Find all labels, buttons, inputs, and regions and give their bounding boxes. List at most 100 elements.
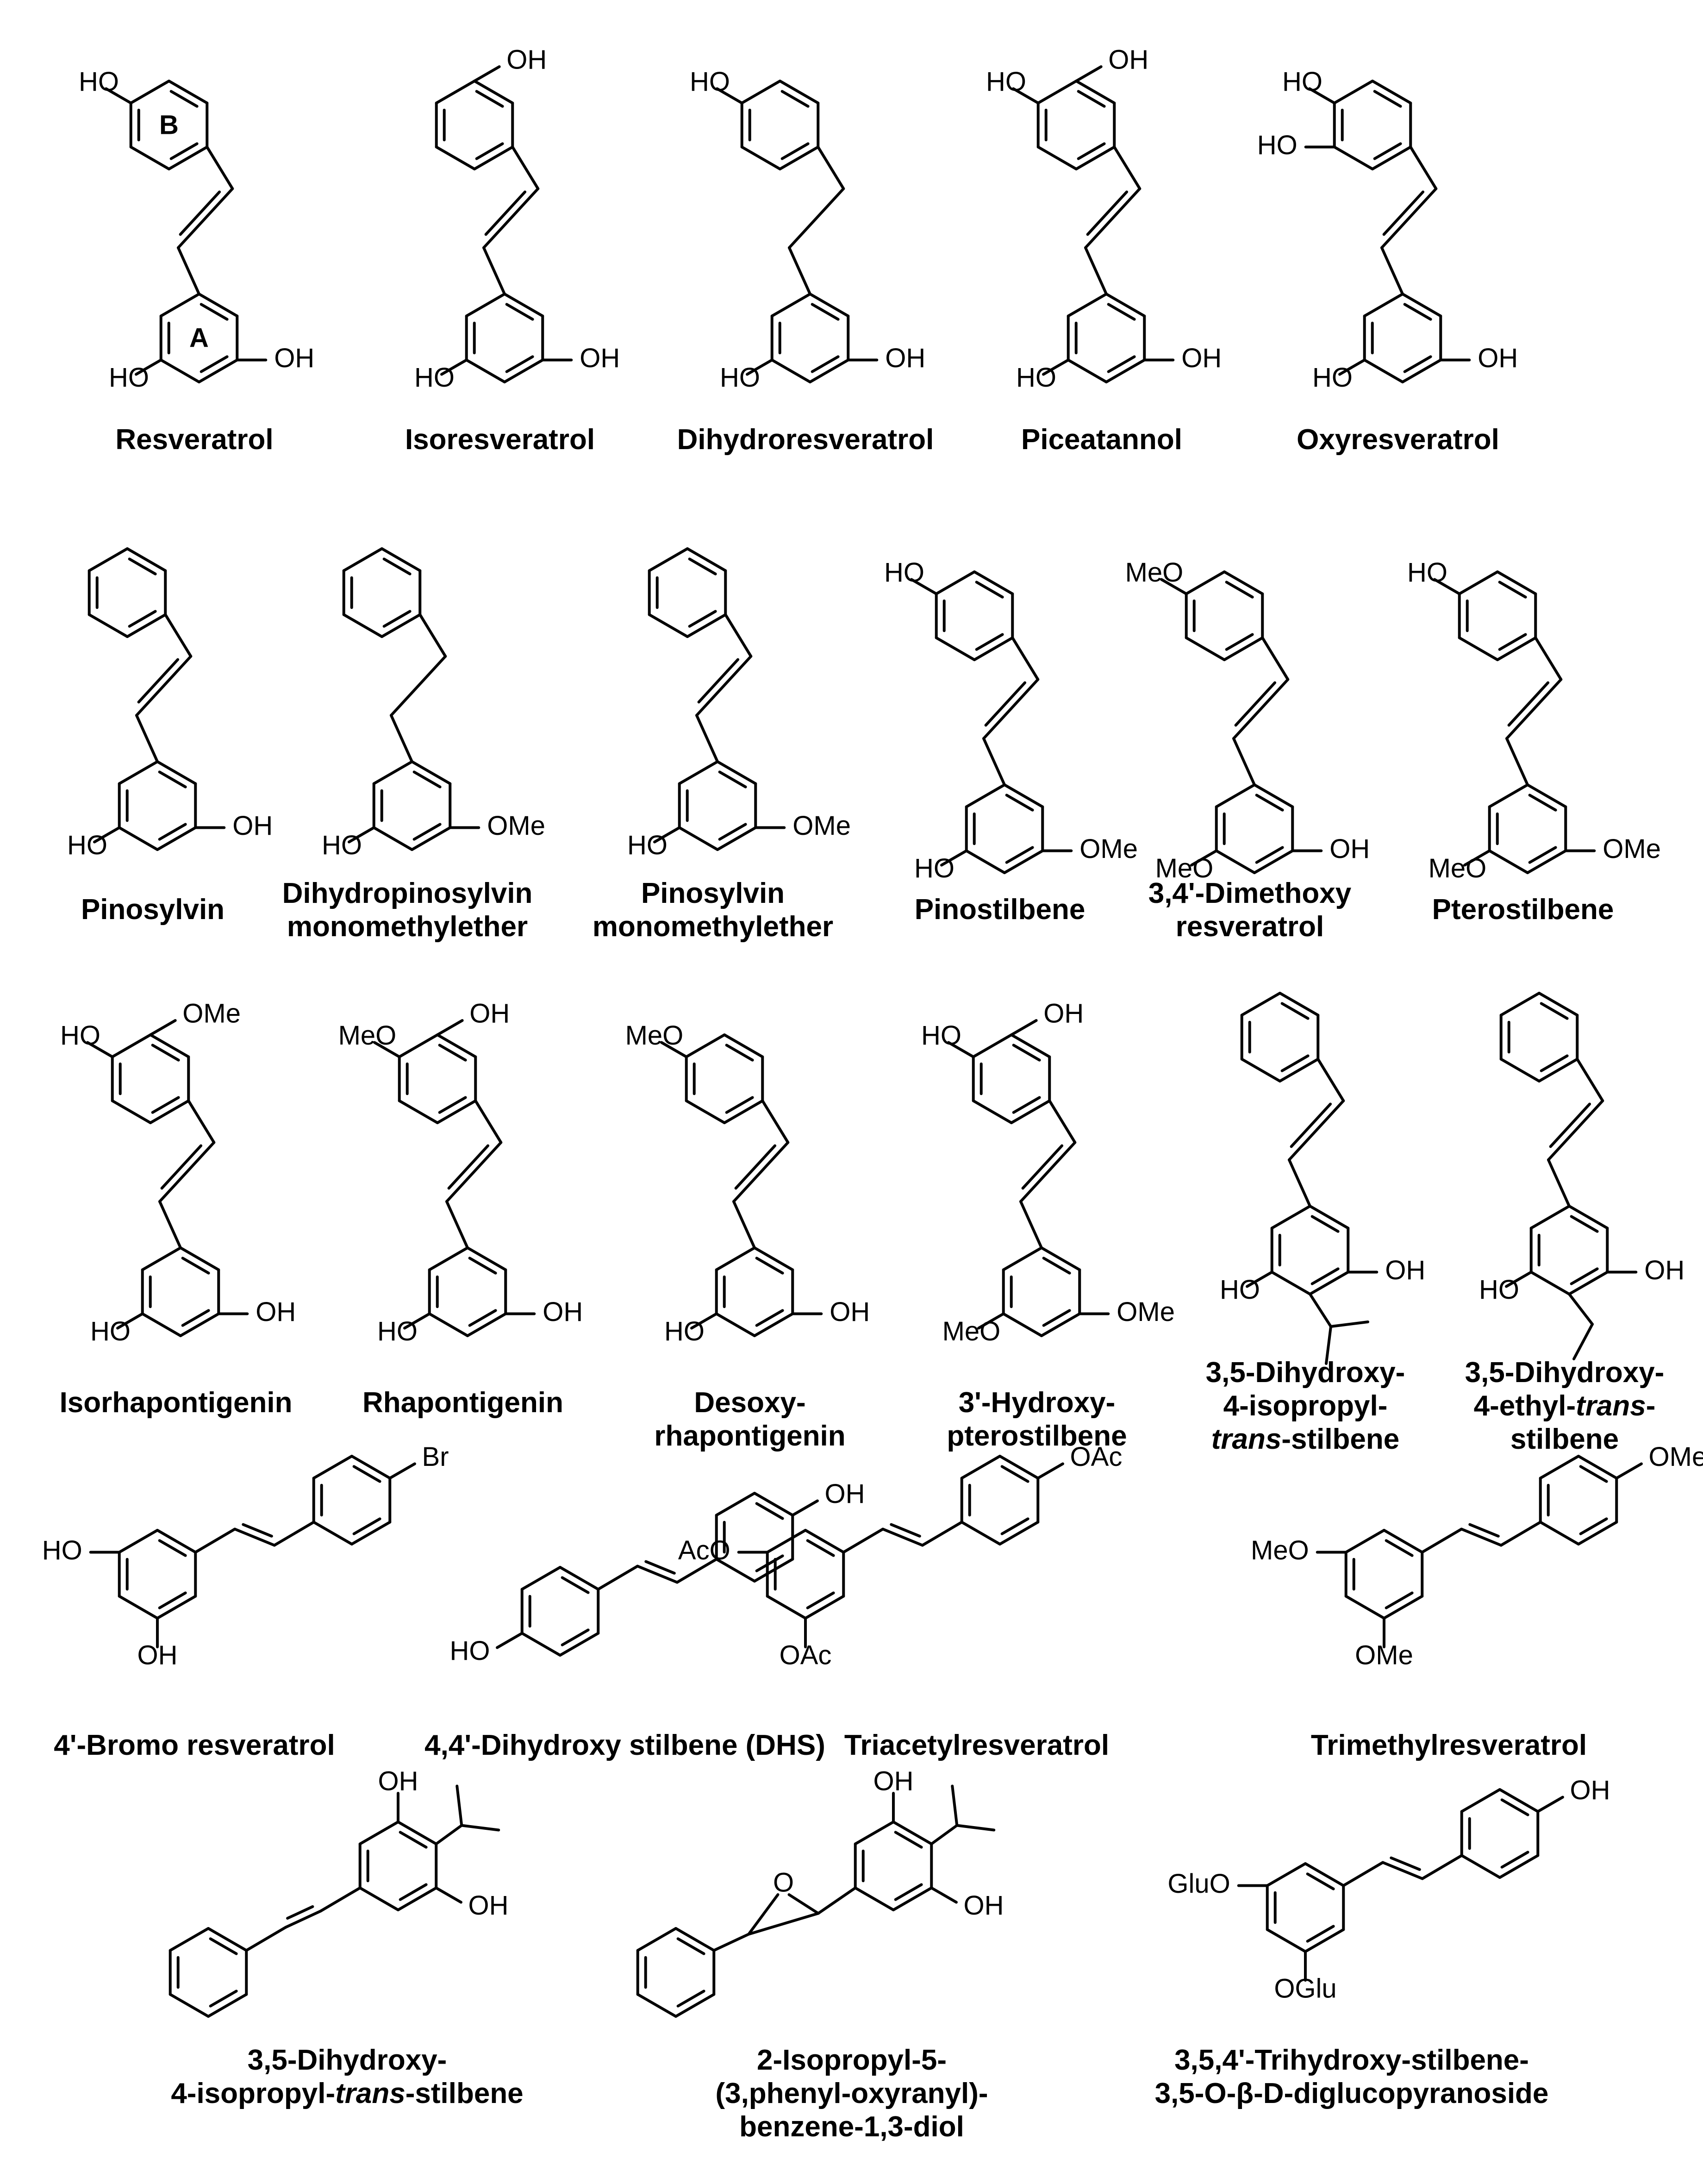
hydroxyl-substituent: OH — [1570, 1775, 1610, 1805]
bond-line — [390, 714, 413, 763]
meta-substituent: OH — [1644, 1255, 1684, 1285]
ring-bond — [753, 1246, 794, 1271]
top-para-substituent: HO — [884, 557, 924, 588]
meta-substituent: HO — [1479, 1275, 1519, 1305]
meta-substituent: HO — [627, 830, 667, 860]
ring-bond-inner — [1528, 846, 1557, 864]
ring-bond — [770, 293, 811, 318]
bond-line — [1084, 187, 1142, 249]
ring-bond — [1363, 358, 1404, 383]
ring-bond — [1240, 992, 1281, 1017]
substituent-bond — [1190, 849, 1218, 867]
bond-line — [1048, 1099, 1077, 1144]
glucoside-substituent: GluO — [1167, 1869, 1230, 1899]
ring-bond-inner — [725, 1096, 754, 1114]
ring-bond — [141, 1246, 182, 1271]
para-substituent: OAc — [1070, 1442, 1123, 1472]
ring-bond-inner — [158, 823, 187, 841]
ring-bond — [809, 293, 850, 318]
meta-substituent: OH — [137, 1640, 178, 1670]
bond-line — [1019, 1141, 1077, 1203]
ring-bond — [1270, 1270, 1311, 1295]
ring-bond-inner — [1107, 303, 1136, 321]
ring-bond-inner — [894, 1831, 923, 1849]
ring-bond — [1002, 1312, 1043, 1337]
substituent-bond — [435, 1886, 462, 1904]
substituent-bond — [716, 87, 743, 105]
ring-bond-inner — [1500, 1851, 1529, 1869]
meta-substituent: OH — [543, 1297, 583, 1327]
meta-substituent: OAc — [780, 1640, 832, 1670]
meta-substituent: HO — [1016, 363, 1056, 393]
meta-substituent: OH — [580, 343, 620, 373]
ring-bond-inner — [158, 770, 187, 788]
compound-name: Isorhapontigenin — [60, 1387, 293, 1419]
ring-bond — [1279, 1058, 1320, 1083]
ring-bond — [753, 1492, 794, 1517]
substituent-bond — [1036, 1462, 1064, 1480]
ring-bond — [159, 293, 200, 318]
ring-bond — [466, 1312, 507, 1337]
bond-line — [390, 655, 447, 717]
bond-line — [1329, 1320, 1369, 1328]
substituent-bond — [1160, 578, 1188, 595]
substituent-bond — [660, 1041, 688, 1058]
ring-bond — [965, 849, 1006, 874]
meta-substituent: HO — [377, 1316, 418, 1346]
ring-bond-inner — [181, 1257, 210, 1275]
compound-name: Dihydroresveratrol — [677, 424, 934, 456]
substituent-bond — [746, 358, 774, 376]
bond-line — [1288, 1099, 1345, 1161]
ring-bond-inner — [561, 1576, 590, 1594]
ring-bond — [636, 1993, 677, 2018]
compound-name: 4-isopropyl- — [1223, 1390, 1388, 1422]
top-para-substituent: HO — [986, 67, 1026, 97]
ring-bond-inner — [676, 1990, 705, 2008]
ring-bond — [129, 80, 170, 105]
ring-bond-inner — [688, 557, 717, 576]
bond-line — [1380, 246, 1404, 295]
structure-c24: GluOOGluOH3,5,4'-Trihydroxy-stilbene-3,5… — [1155, 1775, 1610, 2109]
ring-bond — [1223, 636, 1264, 661]
ring-bond-inner — [1570, 1267, 1599, 1285]
substituent-bond — [388, 1462, 416, 1480]
ring-bond-inner — [1225, 581, 1254, 599]
ring-bond — [648, 613, 689, 638]
compound-name: Pterostilbene — [1432, 894, 1614, 926]
compound-name: Piceatannol — [1021, 424, 1182, 456]
hydroxyl-substituent: OH — [964, 1890, 1004, 1921]
ring-bond-inner — [399, 1831, 428, 1849]
ring-bond — [972, 1033, 1013, 1058]
substituent-bond — [1433, 578, 1461, 595]
ring-bond-inner — [755, 1309, 784, 1327]
bond-line — [177, 187, 234, 249]
substituent-bond — [791, 1499, 819, 1517]
ring-bond-inner — [806, 1591, 835, 1609]
bond-line — [455, 1784, 463, 1827]
bond-line-inner — [1234, 681, 1277, 727]
ring-bond-inner — [755, 1554, 784, 1572]
bond-line — [817, 1886, 857, 1915]
bond-line — [482, 246, 506, 295]
substituent-bond — [1615, 1462, 1643, 1480]
meta-substituent: OH — [1329, 834, 1370, 864]
ring-bond — [1458, 636, 1499, 661]
meta-substituent: HO — [664, 1316, 705, 1346]
ring-bond — [381, 613, 422, 638]
ring-bond — [168, 80, 209, 105]
meta-substituent: OH — [830, 1297, 870, 1327]
hydroxyl-substituent: OH — [378, 1766, 418, 1796]
meta-substituent: OMe — [1355, 1640, 1413, 1670]
ring-bond — [1266, 1862, 1307, 1887]
ring-bond — [1529, 1205, 1571, 1230]
compound-name: 3,5-Dihydroxy- — [1465, 1357, 1665, 1389]
compound-name: 3,5-O-β-D-diglucopyranoside — [1155, 2078, 1549, 2109]
bond-line — [1409, 145, 1438, 190]
